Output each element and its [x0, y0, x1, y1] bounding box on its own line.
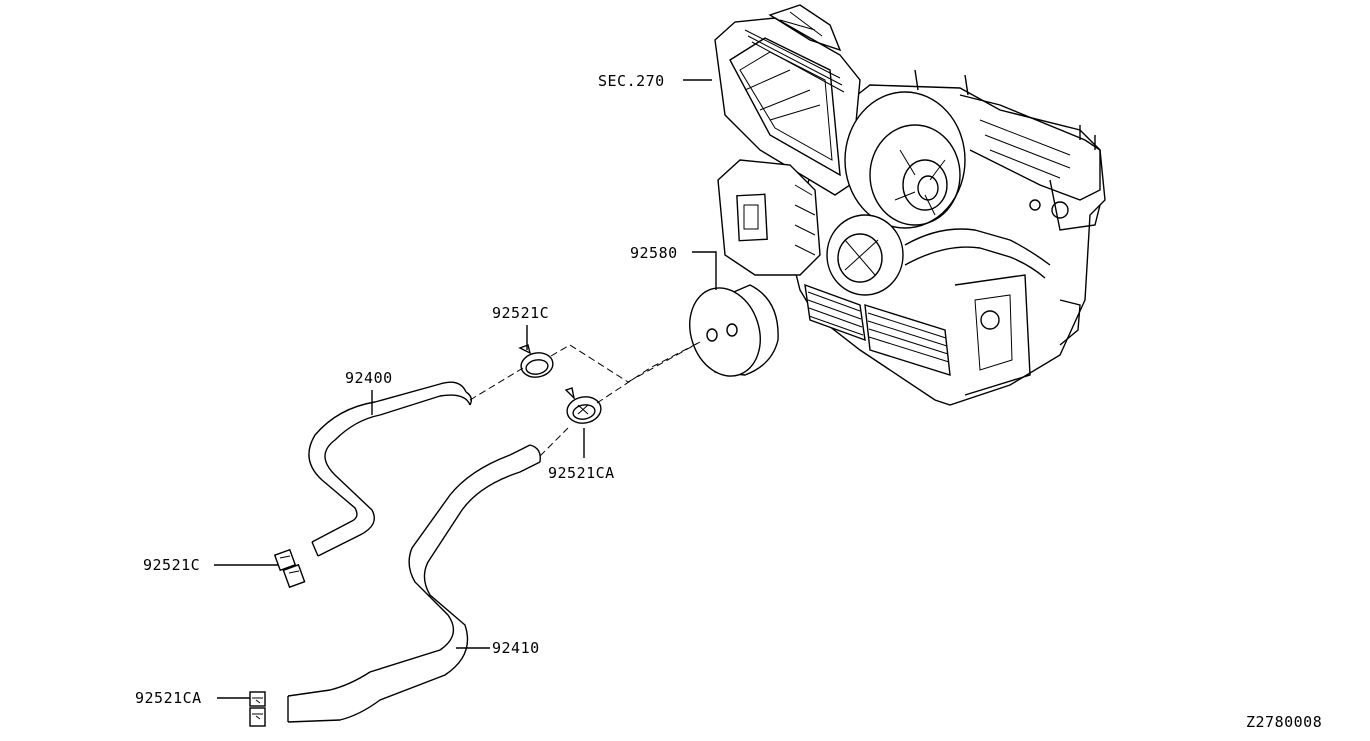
- label-92521ca-mid: 92521CA: [548, 464, 615, 482]
- component-92580: [689, 284, 779, 377]
- label-92521ca-bottom: 92521CA: [135, 689, 202, 707]
- label-92580: 92580: [630, 244, 678, 262]
- hose-92410: [287, 444, 541, 723]
- clamp-92521c-top: [518, 344, 554, 378]
- label-92410: 92410: [492, 639, 540, 657]
- hose-92400: [308, 381, 473, 557]
- diagram-code: Z2780008: [1246, 713, 1322, 731]
- clamp-92521ca-mid: [564, 387, 602, 424]
- heater-unit-assembly: [714, 4, 1106, 406]
- label-92521c-top: 92521C: [492, 304, 549, 322]
- leader-lines: [214, 79, 717, 699]
- clamp-92521c-left: [273, 548, 306, 589]
- label-sec-270: SEC.270: [598, 72, 665, 90]
- connection-lines: [469, 341, 701, 457]
- clamp-92521ca-bottom: [249, 691, 266, 727]
- label-92400: 92400: [345, 369, 393, 387]
- label-92521c-left: 92521C: [143, 556, 200, 574]
